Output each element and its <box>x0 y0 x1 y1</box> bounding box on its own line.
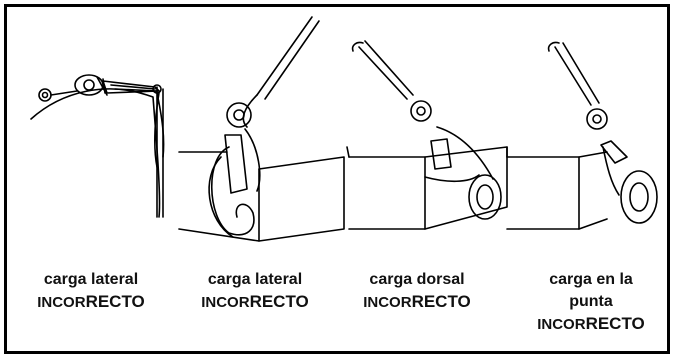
wire-rope-legs <box>358 40 414 100</box>
caption-text: carga dorsal <box>369 271 465 288</box>
sling-wrap <box>436 126 494 180</box>
round-load-outline <box>30 88 161 218</box>
result-label: INCORRECTO <box>37 292 145 311</box>
caption-text: carga en la <box>549 271 633 288</box>
block-front <box>348 156 426 230</box>
block-front <box>506 156 580 230</box>
caption-text-line2: punta <box>569 293 613 310</box>
panel-3-caption: carga dorsal INCORRECTO <box>347 269 487 314</box>
hook-body <box>468 174 502 220</box>
panel-4-illustration <box>506 41 658 230</box>
wire-rope-legs <box>554 42 600 106</box>
hook-latch <box>600 140 628 164</box>
shackle-eye <box>226 102 252 128</box>
hook-body <box>620 170 658 224</box>
block-side <box>346 146 508 230</box>
panel-2-caption: carga lateral INCORRECTO <box>185 269 325 314</box>
figure-frame: carga lateral INCORRECTO carga lateral I… <box>4 4 670 354</box>
sling-twist <box>154 92 165 168</box>
shackle-eye <box>410 100 432 122</box>
panel-3-illustration <box>346 40 508 230</box>
hook-body <box>211 146 255 236</box>
hook-shank <box>430 138 452 170</box>
eye-ring <box>38 88 52 102</box>
result-label: INCORRECTO <box>201 292 309 311</box>
hook-shank <box>102 80 160 94</box>
panel-2-illustration <box>178 16 345 242</box>
sling-wrap <box>244 128 261 192</box>
block-top-edge <box>178 151 345 242</box>
caption-text: carga lateral <box>207 271 303 288</box>
panel-1-illustration <box>30 74 165 218</box>
result-label: INCORRECTO <box>363 292 471 311</box>
hook-loading-illustrations <box>30 16 658 242</box>
panel-4-caption: carga en la punta INCORRECTO <box>521 269 661 336</box>
panel-1-caption: carga lateral INCORRECTO <box>21 269 161 314</box>
sling-wrap <box>602 146 620 196</box>
block-side <box>506 146 608 230</box>
caption-text: carga lateral <box>43 271 139 288</box>
wire-rope-legs <box>256 16 320 100</box>
hook-shank <box>224 134 248 194</box>
result-label: INCORRECTO <box>537 314 645 333</box>
hook-eye <box>74 74 104 96</box>
shackle-eye <box>586 108 608 130</box>
